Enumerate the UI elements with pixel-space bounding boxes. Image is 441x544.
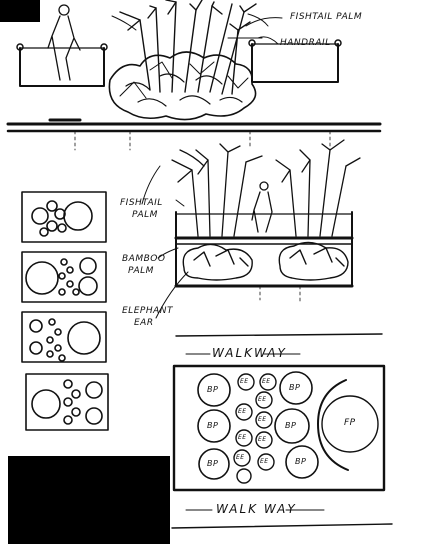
bottom-left-mask [8, 456, 170, 544]
label-walkway-top: WALKWAY [212, 346, 287, 360]
symbol-bp: BP [207, 459, 219, 468]
label-bamboo-palm-2: PALM [128, 266, 154, 276]
symbol-ee: EE [238, 434, 247, 441]
symbol-bp: BP [289, 383, 301, 392]
shrub-mass-mid [182, 241, 349, 281]
fishtail-palm-mid-elevation [171, 139, 361, 237]
symbol-ee: EE [258, 436, 267, 443]
label-elephant-ear-1: ELEPHANT [122, 306, 173, 316]
label-elephant-ear-2: EAR [134, 318, 154, 328]
symbol-bp: BP [285, 421, 297, 430]
symbol-ee: EE [260, 458, 269, 465]
top-left-mask [0, 0, 40, 22]
label-bamboo-palm-1: BAMBOO [122, 254, 166, 264]
label-fishtail-palm-mid-2: PALM [132, 210, 158, 220]
label-fishtail-palm-mid-1: FISHTAIL [120, 198, 163, 208]
symbol-ee: EE [240, 378, 249, 385]
symbol-ee: EE [258, 396, 267, 403]
thumbnail-plan-2 [21, 251, 107, 303]
thumbnail-plan-3 [21, 311, 107, 363]
symbol-bp: BP [295, 457, 307, 466]
symbol-ee: EE [262, 378, 271, 385]
label-walkway-bottom: WALK WAY [216, 502, 297, 516]
shrub-mass-top [108, 51, 257, 121]
label-fishtail-palm-top: FISHTAIL PALM [290, 12, 363, 22]
symbol-ee: EE [236, 454, 245, 461]
symbol-bp: BP [207, 421, 219, 430]
middle-section-elevation [141, 139, 361, 319]
top-section-elevation [6, 0, 382, 151]
fishtail-palm-top-elevation [111, 0, 269, 95]
thumbnail-plan-1 [21, 191, 107, 243]
label-handrail: HANDRAIL [280, 38, 331, 48]
planting-plan [171, 333, 393, 529]
thumbnail-plan-4 [25, 373, 109, 431]
person-figure-mid [251, 181, 273, 233]
symbol-fp: FP [344, 418, 356, 428]
person-figure-top [47, 4, 81, 81]
symbol-bp: BP [207, 385, 219, 394]
symbol-ee: EE [238, 408, 247, 415]
symbol-ee: EE [258, 416, 267, 423]
